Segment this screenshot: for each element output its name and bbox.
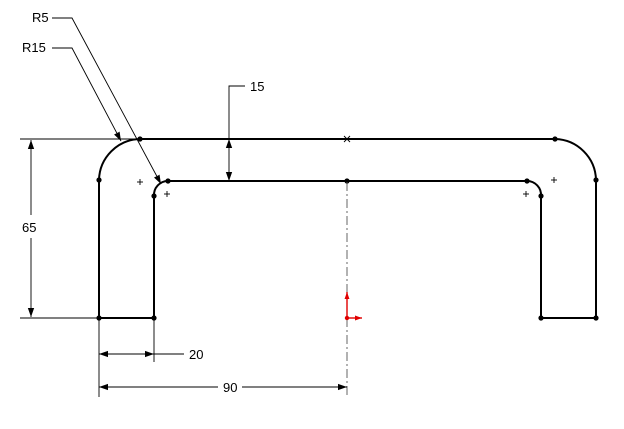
dimension-label-r15: R15 — [22, 40, 46, 55]
sketch-point[interactable] — [524, 178, 530, 184]
arc-center-plus-icon[interactable] — [523, 191, 529, 197]
outer-right-arc[interactable] — [554, 138, 597, 181]
dimension-label-height: 65 — [22, 220, 36, 235]
arc-center-plus-icon[interactable] — [164, 191, 170, 197]
sketch-point[interactable] — [593, 315, 599, 321]
arc-center-plus-icon[interactable] — [551, 177, 557, 183]
sketch-point[interactable] — [151, 193, 157, 199]
midpoint-marker-icon[interactable] — [343, 135, 351, 143]
dimension-label-r5: R5 — [32, 10, 49, 25]
dimension-label-thickness: 15 — [250, 79, 264, 94]
sketch-point[interactable] — [151, 315, 157, 321]
sketch-point[interactable] — [137, 136, 143, 142]
dimension-leg-width[interactable]: 20 — [98, 320, 203, 362]
sketch-profile[interactable] — [98, 138, 597, 319]
outer-left-arc[interactable] — [98, 138, 141, 181]
sketch-point[interactable] — [96, 177, 102, 183]
sketch-point[interactable] — [165, 178, 171, 184]
origin-icon[interactable] — [344, 292, 362, 321]
dimension-height[interactable]: 65 — [20, 138, 138, 319]
sketch-points — [96, 136, 599, 321]
arc-center-marks — [137, 177, 557, 197]
dimension-r5[interactable]: R5 — [32, 10, 162, 185]
dimension-label-half-width: 90 — [223, 380, 237, 395]
sketch-point[interactable] — [593, 177, 599, 183]
sketch-point[interactable] — [96, 315, 102, 321]
sketch-point[interactable] — [538, 193, 544, 199]
sketch-point[interactable] — [344, 178, 350, 184]
arc-center-plus-icon[interactable] — [137, 179, 143, 185]
dimension-half-width[interactable]: 90 — [98, 362, 347, 397]
inner-right-arc[interactable] — [526, 179, 543, 197]
dimension-r15[interactable]: R15 — [22, 40, 122, 142]
dimension-label-leg-width: 20 — [189, 347, 203, 362]
sketch-point[interactable] — [538, 315, 544, 321]
sketch-point[interactable] — [552, 136, 558, 142]
dimension-thickness[interactable]: 15 — [225, 79, 264, 181]
